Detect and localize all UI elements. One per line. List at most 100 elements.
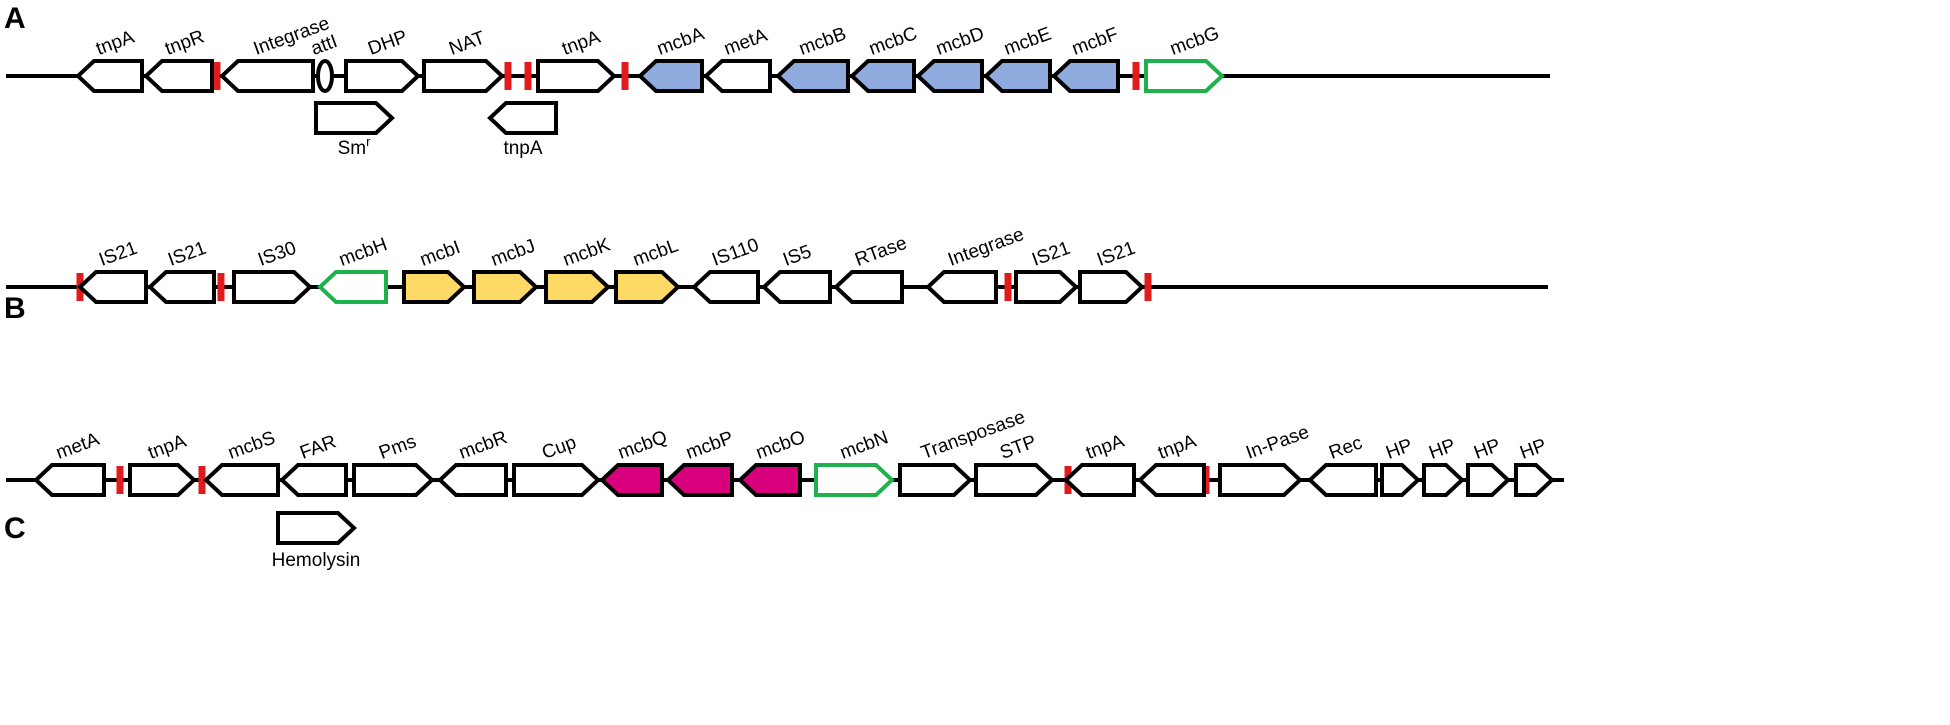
gene-arrow — [219, 59, 315, 93]
gene-arrow — [317, 270, 388, 304]
gene-rtase: RTase — [833, 233, 910, 304]
gene-mcbk: mcbK — [544, 234, 613, 304]
gene-label: metA — [53, 429, 102, 464]
gene-label: tnpR — [162, 26, 207, 59]
gene-mcbh: mcbH — [317, 234, 390, 304]
gene-label: mcbO — [753, 427, 808, 464]
panel-c-letter: C — [4, 512, 26, 545]
gene-arrow — [1307, 463, 1378, 497]
gene-arrow — [1014, 270, 1079, 304]
gene-label: mcbC — [866, 23, 920, 60]
gene-label: mcbJ — [488, 236, 538, 271]
gene-arrow — [1380, 463, 1421, 497]
repeat-marker — [1132, 62, 1140, 90]
gene-label: IS21 — [1094, 238, 1138, 271]
gene-label: In-Pase — [1243, 422, 1312, 464]
gene-label: Integrase — [945, 224, 1027, 271]
gene-arrow — [1466, 463, 1511, 497]
gene-arrow — [599, 463, 664, 497]
gene-arrow — [703, 59, 772, 93]
gene-arrow — [344, 59, 421, 93]
gene-arrow — [402, 270, 467, 304]
gene-arrow — [775, 59, 850, 93]
gene-arrow — [487, 101, 558, 135]
gene-mcbo: mcbO — [737, 427, 808, 497]
gene-arrow — [915, 59, 984, 93]
gene-meta: metA — [703, 25, 772, 93]
repeat-marker — [504, 62, 512, 90]
gene-mcbd: mcbD — [915, 23, 987, 93]
gene-arrow — [1422, 463, 1465, 497]
sub-gene-label: tnpA — [503, 138, 542, 159]
gene-label: tnpA — [145, 431, 189, 464]
gene-arrow — [833, 270, 904, 304]
gene-label: metA — [721, 25, 770, 60]
panel-b-letter: B — [4, 292, 26, 325]
gene-pms: Pms — [352, 431, 435, 497]
gene-label: mcbP — [683, 427, 736, 463]
gene-tnpa: tnpA — [128, 431, 197, 497]
gene-arrow — [974, 463, 1055, 497]
gene-tnpa: tnpA — [1137, 431, 1206, 497]
gene-cup: Cup — [512, 432, 601, 497]
gene-arrow — [1514, 463, 1555, 497]
gene-mcbi: mcbI — [402, 237, 467, 304]
repeat-marker — [1144, 273, 1152, 301]
gene-hp: HP — [1466, 435, 1511, 497]
gene-dhp: DHP — [344, 26, 421, 93]
gene-arrow — [1137, 463, 1206, 497]
gene-meta: metA — [33, 429, 106, 497]
gene-mcbl: mcbL — [614, 235, 681, 304]
sub-gene-label: Smr — [338, 134, 372, 159]
gene-label: mcbQ — [615, 427, 670, 464]
gene-label: HP — [1471, 435, 1503, 464]
gene-arrow — [279, 463, 348, 497]
gene-arrow — [814, 463, 895, 497]
gene-label: tnpA — [1083, 431, 1127, 464]
gene-far: FAR — [279, 431, 348, 497]
repeat-marker — [213, 62, 221, 90]
sub-gene-tnpa: tnpA — [487, 101, 558, 159]
gene-arrow — [691, 270, 760, 304]
gene-is21: IS21 — [1078, 238, 1145, 304]
gene-tnpa: tnpA — [1063, 431, 1136, 497]
gene-nat: NAT — [422, 27, 505, 93]
gene-mcbb: mcbB — [775, 23, 850, 93]
gene-label: mcbB — [796, 23, 849, 59]
panel-a-letter: A — [4, 2, 26, 35]
gene-label: tnpA — [559, 27, 603, 60]
gene-label: IS21 — [96, 238, 140, 271]
gene-arrow — [544, 270, 611, 304]
gene-in-pase: In-Pase — [1218, 422, 1312, 497]
gene-arrow — [737, 463, 802, 497]
gene-arrow — [1144, 59, 1225, 93]
gene-arrow — [314, 101, 395, 135]
sub-gene-sm: Smr — [314, 101, 395, 159]
gene-label: mcbL — [630, 235, 681, 271]
gene-label: IS21 — [165, 238, 209, 271]
gene-label: IS110 — [709, 235, 762, 271]
gene-arrow — [352, 463, 435, 497]
gene-mcbq: mcbQ — [599, 427, 670, 497]
gene-label: mcbD — [933, 23, 987, 60]
gene-mcba: mcbA — [637, 23, 707, 93]
gene-label: mcbI — [417, 237, 463, 271]
gene-label: DHP — [365, 26, 410, 59]
gene-mcbn: mcbN — [814, 427, 895, 497]
gene-label: mcbS — [225, 427, 278, 463]
gene-arrow — [1078, 270, 1145, 304]
gene-mcbs: mcbS — [203, 427, 280, 497]
gene-label: FAR — [297, 431, 339, 463]
gene-arrow — [77, 270, 148, 304]
gene-mcbj: mcbJ — [472, 236, 539, 304]
gene-label: HP — [1517, 435, 1549, 464]
gene-label: Pms — [376, 431, 419, 464]
gene-label: IS30 — [255, 238, 299, 271]
gene-arrow — [898, 463, 973, 497]
repeat-marker — [524, 62, 532, 90]
gene-label: STP — [997, 431, 1039, 463]
gene-arrow — [1051, 59, 1120, 93]
